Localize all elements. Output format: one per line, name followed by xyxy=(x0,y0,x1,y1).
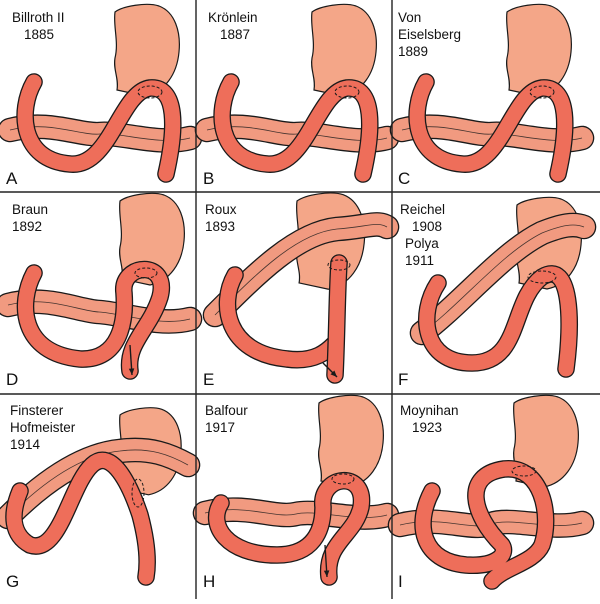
jejunal-loop xyxy=(415,461,554,589)
jejunal-loop-outline xyxy=(207,471,371,586)
jejunal-loop xyxy=(209,473,369,585)
panel-title-c: Von Eiselsberg 1889 xyxy=(398,9,461,60)
anastomosis-stoma xyxy=(529,85,555,99)
title-line: 1911 xyxy=(405,253,435,268)
anastomosis-stoma xyxy=(334,85,360,99)
title-line: 1893 xyxy=(205,219,236,234)
panel-title-e: Roux 1893 xyxy=(205,201,237,235)
roux-limb xyxy=(327,255,347,383)
anastomosis-stoma xyxy=(331,473,355,485)
title-line: Reichel xyxy=(400,202,446,217)
colon-taenia xyxy=(421,224,585,334)
title-line: Polya xyxy=(405,236,439,251)
panel-b xyxy=(194,3,400,183)
panel-letter-e: E xyxy=(203,370,215,389)
colon-taenia xyxy=(9,126,191,141)
title-line: Von xyxy=(398,10,422,25)
panel-letter-f: F xyxy=(398,370,409,389)
panel-letter-d: D xyxy=(6,370,19,389)
gastric-remnant xyxy=(310,3,377,97)
panel-title-h: Balfour 1917 xyxy=(205,402,248,436)
panel-letter-b: B xyxy=(203,169,215,188)
panel-letter-h: H xyxy=(203,572,216,591)
anastomosis-stoma xyxy=(134,267,158,279)
colon-taenia xyxy=(7,449,189,518)
title-line: Hofmeister xyxy=(10,420,76,435)
colon-taenia xyxy=(7,301,191,322)
title-line: 1914 xyxy=(10,437,41,452)
title-line: Moynihan xyxy=(400,403,459,418)
panel-title-g: Finsterer Hofmeister 1914 xyxy=(10,402,75,453)
panel-h xyxy=(192,394,400,586)
anastomosis-stoma xyxy=(131,478,145,508)
panel-title-i: Moynihan 1923 xyxy=(400,402,459,436)
title-line: Roux xyxy=(205,202,237,217)
title-line: 1885 xyxy=(24,27,55,42)
panel-title-f: Reichel 1908 Polya 1911 xyxy=(400,201,445,269)
flow-arrow-head xyxy=(323,570,330,577)
colon-taenia xyxy=(401,126,583,141)
panel-letter-i: I xyxy=(398,572,403,591)
gastric-remnant xyxy=(317,394,384,488)
title-line: Krönlein xyxy=(208,10,258,25)
title-line: 1892 xyxy=(12,219,43,234)
panel-title-d: Braun 1892 xyxy=(12,201,48,235)
jejunal-loop xyxy=(409,74,573,182)
flow-arrow-head xyxy=(330,370,337,377)
gastric-remnant xyxy=(512,394,579,488)
panel-i xyxy=(387,394,595,590)
panel-f xyxy=(409,196,597,378)
panel-c xyxy=(389,3,595,183)
panel-d xyxy=(0,192,203,380)
panel-title-a: Billroth II 1885 xyxy=(12,9,65,43)
title-line: Billroth II xyxy=(12,10,65,25)
gastric-remnant xyxy=(505,3,572,97)
panel-letter-g: G xyxy=(6,572,20,591)
title-line: Finsterer xyxy=(10,403,64,418)
title-line: Eiselsberg xyxy=(398,27,462,42)
panel-e xyxy=(202,192,400,384)
anastomosis-stoma xyxy=(527,270,557,284)
title-line: 1887 xyxy=(220,27,251,42)
panel-letter-c: C xyxy=(398,169,411,188)
panel-title-b: Krönlein 1887 xyxy=(208,9,258,43)
jejunal-loop xyxy=(419,266,577,377)
title-line: 1889 xyxy=(398,44,429,59)
jejunal-limb xyxy=(219,267,343,368)
title-line: Balfour xyxy=(205,403,248,418)
title-line: 1908 xyxy=(412,219,443,234)
title-line: Braun xyxy=(12,202,49,217)
jejunal-loop xyxy=(18,262,169,379)
panel-a xyxy=(0,3,203,183)
colon-taenia xyxy=(206,126,388,141)
anastomosis-stoma xyxy=(137,85,163,99)
jejunal-loop xyxy=(17,74,181,182)
jejunal-loop xyxy=(6,453,155,585)
jejunal-loop xyxy=(214,74,378,182)
colon-taenia xyxy=(214,224,388,316)
title-line: 1923 xyxy=(412,420,443,435)
gastric-remnant xyxy=(113,3,180,97)
panel-letter-a: A xyxy=(6,169,18,188)
flow-arrow-head xyxy=(128,368,135,375)
panel-g xyxy=(0,407,201,586)
anastomosis-stoma xyxy=(327,259,351,271)
anastomosis-stoma xyxy=(511,465,537,477)
title-line: 1917 xyxy=(205,420,236,435)
